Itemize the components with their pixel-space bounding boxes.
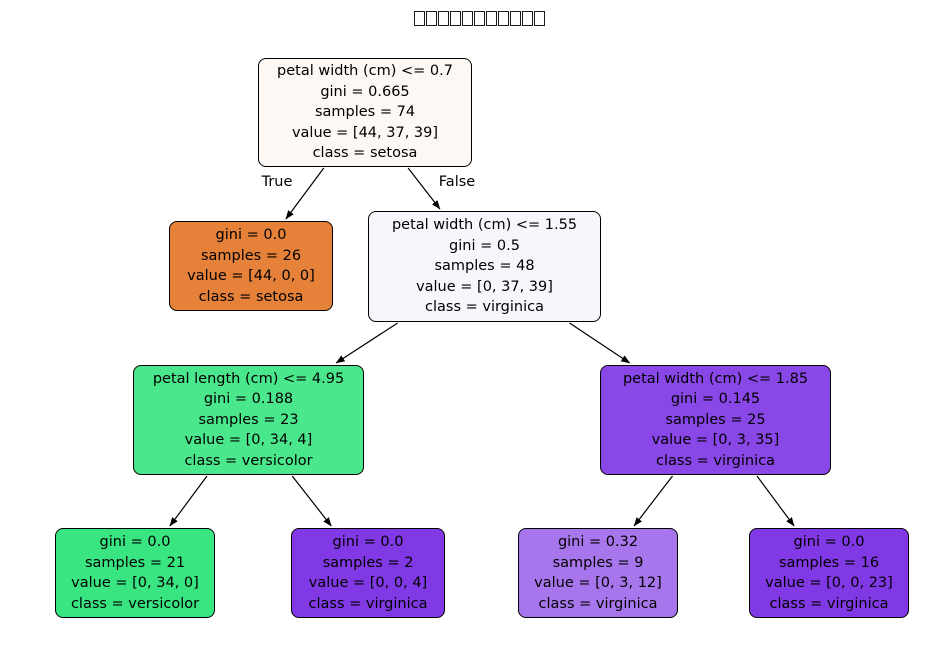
node-text-line: gini = 0.188 xyxy=(203,391,294,408)
title-tofu-box xyxy=(485,10,497,26)
node-text-line: samples = 23 xyxy=(198,411,299,428)
node-text-line: gini = 0.5 xyxy=(449,237,520,254)
node-text-line: gini = 0.0 xyxy=(99,534,171,550)
title-tofu-box xyxy=(473,10,485,26)
tree-node-split-pl495: petal length (cm) <= 4.95 gini = 0.188 sam… xyxy=(133,365,364,475)
title-tofu-box xyxy=(425,10,437,26)
node-text-line: class = virginica xyxy=(308,595,428,612)
tree-node-split-pw155: petal width (cm) <= 1.55 gini = 0.5 sample… xyxy=(368,211,601,322)
node-text-line: class = virginica xyxy=(538,595,658,612)
node-text-line: petal width (cm) <= 0.7 xyxy=(277,63,453,80)
node-text-line: gini = 0.0 xyxy=(215,227,287,243)
edge-lines xyxy=(169,167,795,527)
node-text-line: value = [0, 34, 0] xyxy=(71,575,199,591)
node-text-line: samples = 16 xyxy=(778,554,880,571)
node-text-line: gini = 0.0 xyxy=(793,534,865,550)
node-text-line: gini = 0.32 xyxy=(557,534,639,550)
title-tofu-box xyxy=(521,10,533,26)
node-text-line: gini = 0.145 xyxy=(670,391,761,408)
tree-node-root: petal width (cm) <= 0.7 gini = 0.665 sampl… xyxy=(258,58,472,167)
node-text-line: value = [44, 0, 0] xyxy=(187,268,315,284)
node-text-line: value = [44, 37, 39] xyxy=(291,124,439,141)
node-text-line: petal width (cm) <= 1.85 xyxy=(622,370,809,387)
edge-arrow-root-to-split-pw155 xyxy=(407,167,441,210)
node-text-line: class = virginica xyxy=(656,452,775,469)
title-tofu-box xyxy=(437,10,449,26)
tree-node-leaf-virginica-3: gini = 0.0 samples = 16 value = [0, 0, 23]… xyxy=(749,528,909,618)
edge-arrow-split-pw185-to-leaf-virginica-3 xyxy=(756,475,795,527)
edge-label-false: False xyxy=(438,174,476,190)
node-text-line: samples = 48 xyxy=(434,258,535,275)
node-text-line: class = setosa xyxy=(198,288,304,305)
title-tofu-box xyxy=(497,10,509,26)
node-text-line: samples = 21 xyxy=(84,554,186,571)
node-text-line: samples = 74 xyxy=(314,104,416,121)
node-text-line: class = setosa xyxy=(312,145,418,162)
edge-arrow-split-pw185-to-leaf-virginica-2 xyxy=(633,475,673,527)
node-text-line: gini = 0.0 xyxy=(332,534,404,550)
node-text-line: value = [0, 37, 39] xyxy=(416,278,553,295)
figure-title-tofu-glyphs xyxy=(413,8,545,28)
node-text-line: class = virginica xyxy=(769,595,889,612)
tree-node-leaf-virginica-1: gini = 0.0 samples = 2 value = [0, 0, 4] cl… xyxy=(291,528,445,618)
node-text-line: value = [0, 3, 35] xyxy=(651,432,780,449)
edge-arrow-split-pl495-to-leaf-versicolor xyxy=(169,475,208,527)
node-text-line: value = [0, 0, 4] xyxy=(308,575,428,591)
edge-arrow-split-pl495-to-leaf-virginica-1 xyxy=(291,475,332,527)
title-tofu-box xyxy=(449,10,461,26)
title-tofu-box xyxy=(533,10,545,26)
tree-node-leaf-virginica-2: gini = 0.32 samples = 9 value = [0, 3, 12]… xyxy=(518,528,678,618)
node-text-line: samples = 9 xyxy=(552,554,644,571)
title-tofu-box xyxy=(413,10,425,26)
tree-node-leaf-setosa: gini = 0.0 samples = 26 value = [44, 0, 0]… xyxy=(169,221,333,311)
tree-node-split-pw185: petal width (cm) <= 1.85 gini = 0.145 samp… xyxy=(600,365,831,475)
node-text-line: samples = 25 xyxy=(665,411,766,428)
edge-arrow-split-pw155-to-split-pw185 xyxy=(569,322,631,364)
title-tofu-box xyxy=(461,10,473,26)
node-text-line: petal length (cm) <= 4.95 xyxy=(152,370,345,387)
node-text-line: value = [0, 34, 4] xyxy=(184,432,313,449)
node-text-line: samples = 26 xyxy=(200,247,302,264)
node-text-line: class = versicolor xyxy=(184,452,313,469)
node-text-line: petal width (cm) <= 1.55 xyxy=(391,217,578,234)
node-text-line: value = [0, 3, 12] xyxy=(534,575,662,591)
node-text-line: value = [0, 0, 23] xyxy=(765,575,893,591)
title-tofu-box xyxy=(509,10,521,26)
node-text-line: gini = 0.665 xyxy=(320,83,410,100)
node-text-line: samples = 2 xyxy=(322,554,414,571)
edge-arrow-root-to-leaf-setosa xyxy=(285,167,325,220)
node-text-line: class = versicolor xyxy=(70,595,200,612)
edge-label-true: True xyxy=(261,174,293,190)
edge-arrow-split-pw155-to-split-pl495 xyxy=(335,322,398,364)
node-text-line: class = virginica xyxy=(425,299,544,316)
tree-node-leaf-versicolor: gini = 0.0 samples = 21 value = [0, 34, 0]… xyxy=(55,528,215,618)
